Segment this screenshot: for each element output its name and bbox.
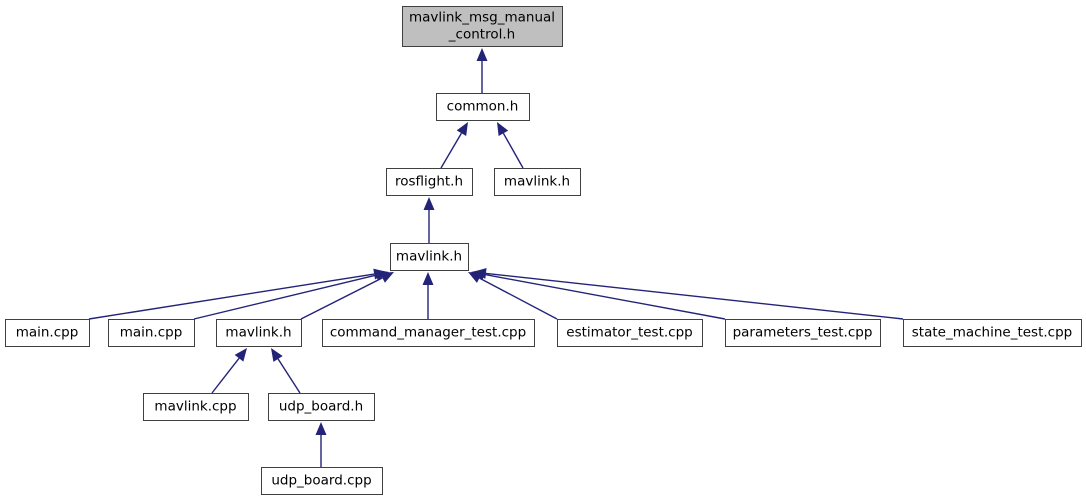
- edge-mavlink_h_leaf-to-mavlink_h_hub: [300, 272, 394, 320]
- edge-line: [485, 272, 904, 320]
- edge-udp_board_cpp-to-udp_board_h: [315, 422, 327, 467]
- node-root[interactable]: mavlink_msg_manual_control.h: [402, 6, 563, 47]
- edges-layer: [88, 48, 904, 467]
- edge-arrowhead-icon: [473, 267, 487, 279]
- edge-mavlink_h_top-to-common_h: [497, 122, 524, 169]
- edge-arrowhead-icon: [476, 48, 488, 61]
- edge-arrowhead-icon: [271, 348, 283, 362]
- node-box: [436, 93, 530, 121]
- edge-mavlink_cpp-to-mavlink_h_leaf: [211, 348, 247, 394]
- edge-mavlink_h_hub-to-rosflight_h: [423, 197, 435, 243]
- edge-main_cpp_1-to-mavlink_h_hub: [88, 268, 387, 320]
- node-box: [322, 319, 535, 347]
- nodes-layer: mavlink_msg_manual_control.h common.h rosf…: [5, 6, 1082, 495]
- node-udp_board_cpp[interactable]: udp_board.cpp: [261, 467, 383, 495]
- node-box: [5, 319, 90, 347]
- node-label: udp_board.h: [279, 399, 363, 415]
- node-parameters_test[interactable]: parameters_test.cpp: [725, 319, 881, 347]
- node-common_h[interactable]: common.h: [436, 93, 530, 121]
- edge-line: [440, 132, 463, 169]
- edge-arrowhead-icon: [456, 122, 468, 136]
- edge-line: [479, 277, 558, 320]
- node-label: command_manager_test.cpp: [330, 325, 526, 341]
- edge-common_h-to-root: [476, 48, 488, 93]
- node-box: [494, 168, 581, 196]
- node-label: rosflight.h: [395, 174, 463, 190]
- node-main_cpp_1[interactable]: main.cpp: [5, 319, 90, 347]
- edge-line: [211, 357, 240, 394]
- edge-line: [277, 358, 301, 394]
- node-label: main.cpp: [16, 325, 79, 341]
- node-box: [143, 393, 249, 421]
- node-estimator_test[interactable]: estimator_test.cpp: [557, 319, 703, 347]
- node-label: parameters_test.cpp: [733, 325, 873, 341]
- node-box: [903, 319, 1082, 347]
- node-rosflight_h[interactable]: rosflight.h: [386, 168, 473, 196]
- node-box: [402, 6, 563, 47]
- edge-line: [300, 277, 383, 320]
- edge-line: [88, 273, 375, 320]
- node-main_cpp_2[interactable]: main.cpp: [108, 319, 195, 347]
- edge-line: [193, 274, 377, 320]
- node-box: [390, 243, 469, 271]
- node-label: common.h: [447, 99, 519, 115]
- edge-arrowhead-icon: [315, 422, 327, 435]
- node-box: [261, 467, 383, 495]
- edge-arrowhead-icon: [234, 348, 247, 362]
- node-mavlink_h_hub[interactable]: mavlink.h: [390, 243, 469, 271]
- edge-command_manager_test-to-mavlink_h_hub: [422, 272, 434, 319]
- node-box: [216, 319, 302, 347]
- node-label: udp_board.cpp: [271, 473, 371, 489]
- node-label: estimator_test.cpp: [566, 325, 692, 341]
- edge-arrowhead-icon: [423, 197, 435, 210]
- edge-arrowhead-icon: [422, 272, 434, 285]
- node-box: [386, 168, 473, 196]
- edge-arrowhead-icon: [497, 122, 509, 137]
- edge-state_machine_test-to-mavlink_h_hub: [473, 267, 904, 320]
- node-box: [557, 319, 703, 347]
- edge-line: [502, 132, 524, 169]
- edge-arrowhead-icon: [379, 272, 394, 283]
- node-mavlink_h_leaf[interactable]: mavlink.h: [216, 319, 302, 347]
- node-mavlink_h_top[interactable]: mavlink.h: [494, 168, 581, 196]
- node-label: main.cpp: [120, 325, 183, 341]
- node-command_manager_test[interactable]: command_manager_test.cpp: [322, 319, 535, 347]
- node-state_machine_test[interactable]: state_machine_test.cpp: [903, 319, 1082, 347]
- edge-rosflight_h-to-common_h: [440, 122, 468, 169]
- node-box: [725, 319, 881, 347]
- edge-main_cpp_2-to-mavlink_h_hub: [193, 269, 389, 320]
- node-box: [268, 393, 375, 421]
- node-label: mavlink.h: [396, 249, 462, 265]
- node-label: state_machine_test.cpp: [912, 325, 1073, 341]
- node-label: mavlink.cpp: [154, 399, 236, 415]
- node-box: [108, 319, 195, 347]
- node-udp_board_h[interactable]: udp_board.h: [268, 393, 375, 421]
- node-label: mavlink.h: [225, 325, 291, 341]
- edge-udp_board_h-to-mavlink_h_leaf: [271, 348, 301, 394]
- node-mavlink_cpp[interactable]: mavlink.cpp: [143, 393, 249, 421]
- node-label: mavlink_msg_manual: [409, 10, 555, 26]
- node-label: mavlink.h: [504, 174, 570, 190]
- edge-line: [483, 273, 726, 320]
- node-label: _control.h: [448, 27, 515, 43]
